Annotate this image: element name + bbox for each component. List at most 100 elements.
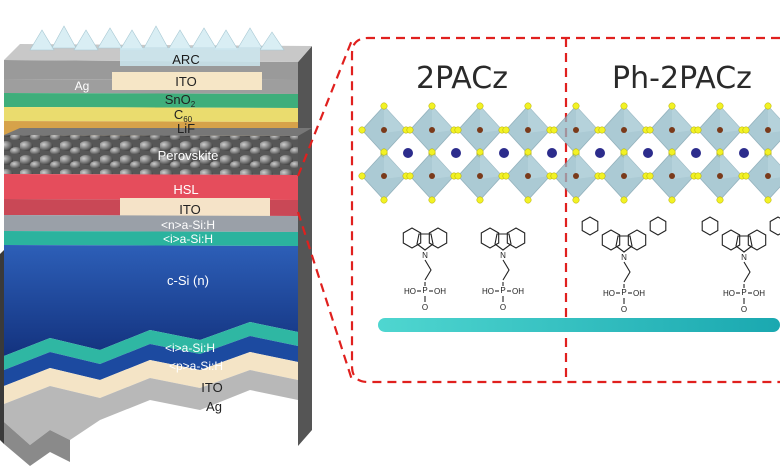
pyrrole-ring (615, 235, 633, 253)
a-site-cation (595, 148, 605, 158)
octahedron-face (672, 106, 694, 133)
arc-pyramids (29, 25, 285, 51)
halide-atom (572, 148, 580, 156)
metal-center (477, 127, 483, 133)
a-site-cation (451, 148, 461, 158)
octahedron-face (576, 106, 598, 133)
metal-center (669, 127, 675, 133)
jagged-edge-2 (0, 250, 4, 444)
hydroxyl-label: HO (603, 289, 615, 298)
halide-atom (428, 148, 436, 156)
octahedron-face (720, 106, 742, 133)
octahedron-face (768, 152, 780, 179)
ito-mid-strip (120, 198, 270, 220)
label-ito-bottom: ITO (201, 380, 222, 395)
layer-ag-bottom (4, 370, 298, 445)
metal-center (573, 173, 579, 179)
label-n-asi: <n>a-Si:H (161, 218, 215, 232)
halide-atom (764, 102, 772, 110)
label-ag-bottom: Ag (206, 399, 222, 414)
halide-atom (694, 172, 702, 180)
halide-atom (502, 126, 510, 134)
octahedron-face (528, 152, 550, 179)
panel-title-2pacz: 2PACz (416, 61, 508, 96)
metal-center (669, 173, 675, 179)
metal-center (717, 127, 723, 133)
nitrogen-label: N (422, 251, 428, 260)
halide-atom (668, 148, 676, 156)
hydroxyl-label: HO (482, 287, 494, 296)
label-ito-mid: ITO (179, 202, 200, 217)
a-site-cation (499, 148, 509, 158)
panel-title-ph-2pacz: Ph-2PACz (612, 61, 752, 96)
halide-atom (380, 148, 388, 156)
halide-atom (524, 102, 532, 110)
halide-atom (646, 172, 654, 180)
halide-atom (550, 172, 558, 180)
metal-center (429, 173, 435, 179)
a-site-cation (547, 148, 557, 158)
oxygen-label: O (741, 305, 747, 314)
halide-atom (524, 196, 532, 204)
metal-center (477, 173, 483, 179)
halide-atom (694, 126, 702, 134)
octahedron-face (576, 152, 598, 179)
hydroxyl-label: OH (512, 287, 524, 296)
layer-i-asi-top (4, 231, 298, 246)
layer-i-asi-bottom (4, 322, 298, 370)
benzene-ring (428, 227, 448, 249)
halide-atom (668, 102, 676, 110)
halide-atom (550, 126, 558, 134)
oxygen-label: O (422, 303, 428, 312)
halide-atom (620, 196, 628, 204)
layer-c60 (4, 107, 298, 122)
phosphorus-label: P (741, 288, 746, 297)
perovskite-top (4, 128, 312, 136)
halide-atom (406, 172, 414, 180)
halide-atom (742, 126, 750, 134)
octahedron-face (624, 106, 646, 133)
halide-atom (716, 102, 724, 110)
side-face (298, 46, 312, 446)
ethyl-linker (502, 259, 510, 281)
layer-csi (4, 245, 298, 356)
layer-ito-bottom (4, 352, 298, 404)
benzene-ring (747, 229, 767, 251)
a-site-cation (643, 148, 653, 158)
layer-hsl (4, 174, 298, 200)
a-site-cation (691, 148, 701, 158)
halide-atom (764, 148, 772, 156)
label-csi: c-Si (n) (167, 273, 209, 288)
halide-atom (572, 196, 580, 204)
label-c60: C60 (174, 107, 193, 124)
substrate-bar (378, 318, 780, 332)
hydroxyl-label: HO (404, 287, 416, 296)
phenyl-ring (701, 216, 719, 236)
metal-center (525, 127, 531, 133)
halide-atom (620, 148, 628, 156)
perovskite-lattice (358, 102, 780, 204)
pyrrole-ring (735, 235, 753, 253)
phenyl-ring (649, 216, 667, 236)
tandem-device-stack: ARC Ag ITO SnO2 C60 LiF Perovskite HSL I… (0, 25, 312, 466)
ito-top-strip (112, 72, 262, 90)
layer-p-asi (4, 336, 298, 386)
hydroxyl-label: HO (723, 289, 735, 298)
octahedron-face (672, 152, 694, 179)
halide-atom (358, 126, 366, 134)
zoom-panel-border (350, 36, 780, 384)
zoom-connectors (296, 39, 354, 381)
halide-atom (620, 102, 628, 110)
nitrogen-label: N (621, 253, 627, 262)
arc-layer (120, 48, 260, 66)
octahedron-face (768, 106, 780, 133)
halide-atom (380, 102, 388, 110)
metal-center (765, 173, 771, 179)
phosphorus-label: P (500, 286, 505, 295)
phosphorus-label: P (422, 286, 427, 295)
halide-atom (428, 102, 436, 110)
